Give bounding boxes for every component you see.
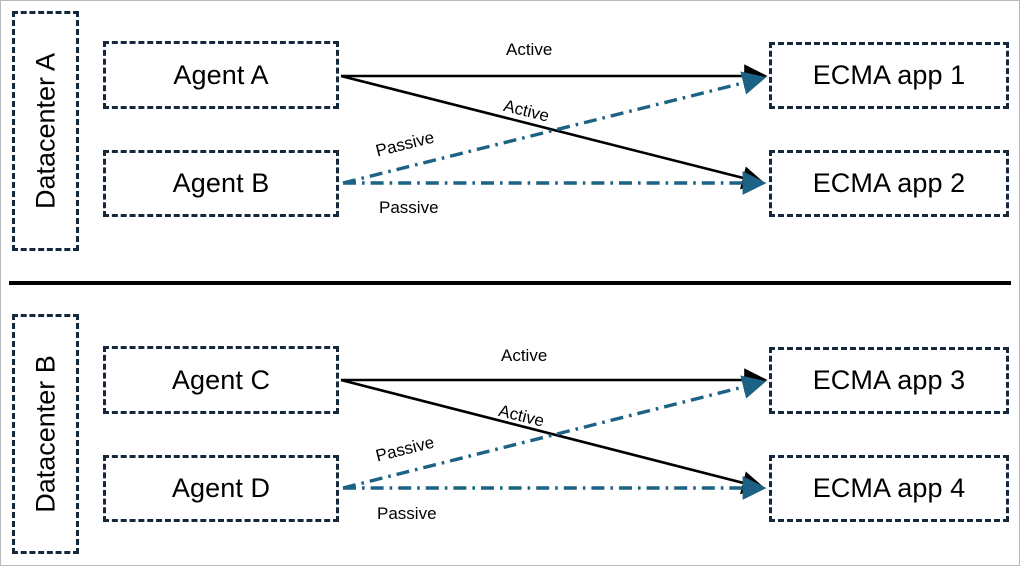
node-agent-a[interactable]: Agent A: [103, 41, 339, 109]
connection-agent-a-to-ecma-app-2: [340, 74, 766, 190]
node-agent-b-label: Agent B: [172, 168, 270, 198]
edge-label-agent-b-to-ecma-app-2: Passive: [379, 198, 439, 217]
node-agent-b[interactable]: Agent B: [103, 150, 339, 217]
zone-datacenter-b: Datacenter B: [12, 314, 79, 554]
edge-label-agent-d-to-ecma-app-4: Passive: [377, 504, 437, 523]
edge-label-agent-a-to-ecma-app-1: Active: [506, 40, 553, 59]
node-ecma-app-3-label: ECMA app 3: [812, 365, 966, 395]
zone-datacenter-a: Datacenter A: [12, 11, 79, 251]
node-ecma-app-1-label: ECMA app 1: [812, 60, 966, 90]
node-agent-d-label: Agent D: [171, 473, 271, 503]
node-ecma-app-1[interactable]: ECMA app 1: [769, 42, 1009, 109]
zone-datacenter-a-label: Datacenter A: [30, 52, 60, 210]
node-ecma-app-4[interactable]: ECMA app 4: [769, 455, 1009, 522]
node-ecma-app-4-label: ECMA app 4: [812, 473, 966, 503]
node-ecma-app-2-label: ECMA app 2: [812, 168, 966, 198]
datacenter-divider: [9, 281, 1011, 285]
node-ecma-app-2[interactable]: ECMA app 2: [769, 150, 1009, 217]
edge-label-agent-c-to-ecma-app-3: Active: [501, 346, 548, 365]
node-agent-a-label: Agent A: [173, 59, 269, 90]
node-agent-d[interactable]: Agent D: [103, 455, 339, 522]
node-ecma-app-3[interactable]: ECMA app 3: [769, 347, 1009, 414]
connection-agent-d-to-ecma-app-3: [342, 375, 767, 490]
node-agent-c-label: Agent C: [171, 364, 271, 395]
node-agent-c[interactable]: Agent C: [103, 346, 339, 414]
zone-datacenter-b-label: Datacenter B: [30, 355, 60, 513]
connection-agent-b-to-ecma-app-1: [342, 71, 767, 185]
connection-agent-c-to-ecma-app-4: [340, 378, 766, 495]
